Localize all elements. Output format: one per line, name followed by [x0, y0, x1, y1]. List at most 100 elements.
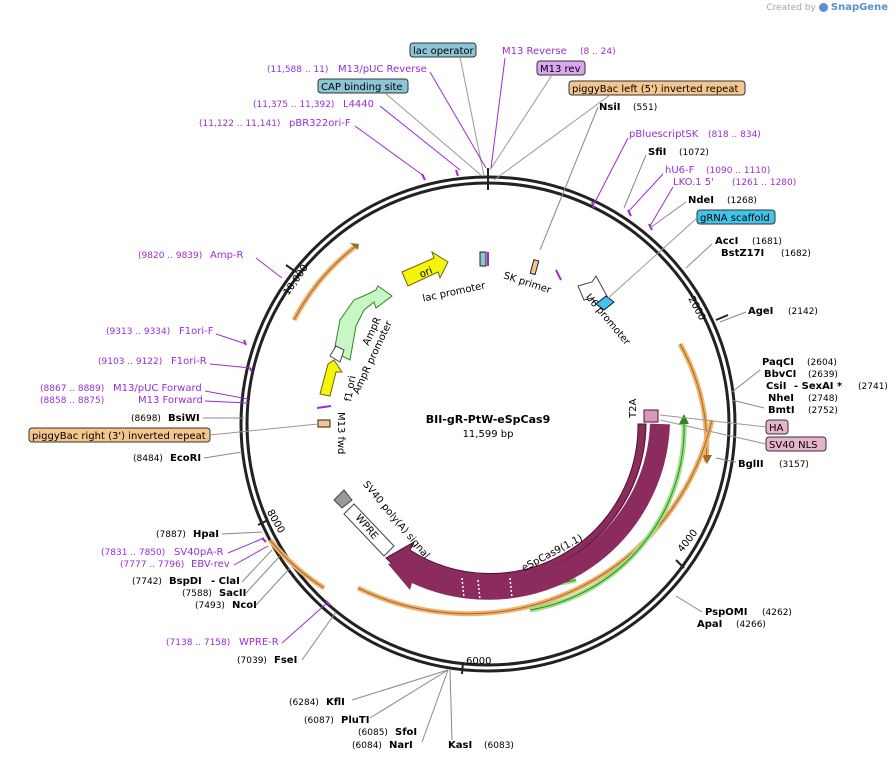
- site-kasi[interactable]: KasI (6083): [448, 740, 514, 751]
- site-nhei[interactable]: NheI (2748): [768, 393, 838, 404]
- site-ecori-name: EcoRI: [170, 453, 201, 464]
- site-bspdi-name: BspDI: [169, 576, 202, 587]
- primer-lko15[interactable]: LKO.1 5' (1261 .. 1280): [673, 177, 796, 188]
- site-pluti[interactable]: (6087) PluTI: [304, 715, 369, 726]
- primer-sv40pa-r-range: (7831 .. 7850): [101, 548, 165, 558]
- primer-m13-puc-forward[interactable]: (8867 .. 8889) M13/pUC Forward: [40, 383, 202, 394]
- site-agei-leader: [719, 311, 747, 323]
- primer-pbluescriptsk-name: pBluescriptSK: [629, 129, 699, 140]
- site-bsiwi[interactable]: (8698) BsiWI: [131, 413, 200, 424]
- site-nari[interactable]: (6084) NarI: [352, 740, 413, 751]
- primer-f1ori-f[interactable]: (9313 .. 9334) F1ori-F: [106, 326, 214, 337]
- site-sfoi-pos: (6085): [358, 728, 388, 738]
- t2a-block: [643, 409, 659, 423]
- site-csii[interactable]: CsiI - SexAI * (2741): [766, 381, 888, 392]
- primer-m13-reverse[interactable]: M13 Reverse (8 .. 24): [502, 46, 616, 57]
- primer-pbr322ori-f[interactable]: (11,122 .. 11,141) pBR322ori-F: [199, 118, 351, 129]
- piggybac-left-label: piggyBac left (5') inverted repeat: [572, 84, 738, 95]
- site-acci-name: AccI: [715, 236, 738, 247]
- site-bglii[interactable]: BglII (3157): [738, 459, 809, 470]
- site-pspomi[interactable]: PspOMI (4262): [705, 607, 792, 618]
- sv40-polya-block: [333, 489, 353, 509]
- primer-m13-puc-reverse-leader: [429, 71, 487, 169]
- site-bstz17i-name: BstZ17I: [721, 248, 764, 259]
- site-bottom-leader-3: [421, 669, 449, 743]
- primer-m13-puc-reverse-range: (11,588 .. 11): [267, 65, 328, 75]
- piggybac-right-feature[interactable]: piggyBac right (3') inverted repeat: [28, 427, 211, 443]
- piggybac-left-arrow: [702, 455, 712, 464]
- site-agei-pos: (2142): [788, 307, 818, 317]
- site-bottom-leader-2: [369, 669, 449, 719]
- primer-sv40pa-r-name: SV40pA-R: [174, 547, 223, 558]
- site-sexai-pos: (2741): [858, 382, 888, 392]
- grna-scaffold-feature[interactable]: gRNA scaffold: [696, 209, 776, 225]
- primer-m13-forward-leader: [204, 400, 249, 404]
- site-fsei[interactable]: (7039) FseI: [237, 655, 297, 666]
- cap-site-feature[interactable]: CAP binding site: [317, 78, 409, 94]
- primer-amp-r[interactable]: (9820 .. 9839) Amp-R: [138, 250, 244, 261]
- site-ncoi-name: NcoI: [232, 600, 257, 611]
- site-nsii-leader: [539, 106, 599, 251]
- primer-amp-r-name: Amp-R: [210, 250, 244, 261]
- primer-m13-forward[interactable]: (8858 .. 8875) M13 Forward: [40, 395, 203, 406]
- site-acci[interactable]: AccI (1681): [715, 236, 782, 247]
- primer-sv40pa-r[interactable]: (7831 .. 7850) SV40pA-R: [101, 547, 223, 558]
- tick-mark-6000: [461, 661, 464, 675]
- lac-operator-feature[interactable]: lac operator: [409, 42, 477, 58]
- site-ndei-name: NdeI: [688, 195, 714, 206]
- wpre-block: [343, 503, 395, 557]
- site-apai[interactable]: ApaI (4266): [697, 619, 766, 630]
- site-acci-pos: (1681): [752, 237, 782, 247]
- site-agei[interactable]: AgeI (2142): [748, 306, 818, 317]
- ampr-promoter-arrow: [329, 345, 345, 363]
- site-kfli[interactable]: (6284) KflI: [289, 697, 345, 708]
- site-bbvci-name: BbvCI: [764, 369, 796, 380]
- site-nsii[interactable]: NsiI (551): [599, 102, 657, 113]
- site-bbvci[interactable]: BbvCI (2639): [764, 369, 838, 380]
- ampr-arrow: [333, 285, 393, 361]
- site-nhei-pos: (2748): [808, 394, 838, 404]
- m13-rev-feature[interactable]: M13 rev: [536, 60, 586, 76]
- cap-site-leader: [384, 92, 483, 177]
- piggybac-left-arc-inner: [679, 343, 708, 463]
- site-paqci[interactable]: PaqCI (2604): [762, 357, 837, 368]
- site-ncoi[interactable]: (7493) NcoI: [195, 600, 257, 611]
- primer-wpre-r[interactable]: (7138 .. 7158) WPRE-R: [166, 637, 279, 648]
- piggybac-right-label: piggyBac right (3') inverted repeat: [32, 431, 206, 442]
- primer-lko15-range: (1261 .. 1280): [732, 178, 796, 188]
- sv40-nls-feature[interactable]: SV40 NLS: [765, 436, 827, 452]
- primer-hu6-f[interactable]: hU6-F (1090 .. 1110): [665, 165, 770, 176]
- plasmid-name: BII-gR-PtW-eSpCas9: [426, 413, 551, 426]
- lac-operator-leader: [459, 56, 485, 177]
- primer-ebv-rev[interactable]: (7777 .. 7796) EBV-rev: [120, 559, 230, 570]
- site-sfii[interactable]: SfiI (1072): [648, 147, 709, 158]
- site-sacii[interactable]: (7588) SacII: [182, 588, 246, 599]
- site-sfoi[interactable]: (6085) SfoI: [358, 727, 417, 738]
- site-sfii-leader: [623, 154, 647, 209]
- primer-ebv-rev-range: (7777 .. 7796): [120, 560, 184, 570]
- primer-tick-8: [325, 600, 331, 606]
- site-hpai-name: HpaI: [193, 529, 219, 540]
- sk-primer-block: [529, 259, 540, 276]
- sv40-nls-leader: [659, 419, 767, 445]
- primer-m13-puc-reverse[interactable]: (11,588 .. 11) M13/pUC Reverse: [267, 64, 427, 75]
- piggybac-left-feature[interactable]: piggyBac left (5') inverted repeat: [568, 80, 746, 96]
- primer-l4440[interactable]: (11,375 .. 11,392) L4440: [253, 99, 374, 110]
- site-fsei-leader: [301, 611, 337, 661]
- primer-f1ori-r[interactable]: (9103 .. 9122) F1ori-R: [98, 356, 207, 367]
- escas9-head: [388, 555, 420, 590]
- site-sacii-name: SacII: [219, 588, 246, 599]
- site-ndei[interactable]: NdeI (1268): [688, 195, 757, 206]
- primer-hu6-f-name: hU6-F: [665, 165, 695, 176]
- primer-pbluescriptsk[interactable]: pBluescriptSK (818 .. 834): [629, 129, 761, 140]
- primer-sv40pa-r-leader: [227, 537, 265, 554]
- site-hpai[interactable]: (7887) HpaI: [156, 529, 219, 540]
- ha-feature[interactable]: HA: [765, 419, 789, 435]
- site-ecori[interactable]: (8484) EcoRI: [133, 453, 201, 464]
- site-fsei-pos: (7039): [237, 656, 267, 666]
- primer-f1ori-f-range: (9313 .. 9334): [106, 327, 170, 337]
- site-bspdi[interactable]: (7742) BspDI - ClaI: [132, 576, 240, 587]
- site-bstz17i[interactable]: BstZ17I (1682): [721, 248, 811, 259]
- site-bmti[interactable]: BmtI (2752): [768, 405, 838, 416]
- orange-arc-left-top: [291, 244, 358, 322]
